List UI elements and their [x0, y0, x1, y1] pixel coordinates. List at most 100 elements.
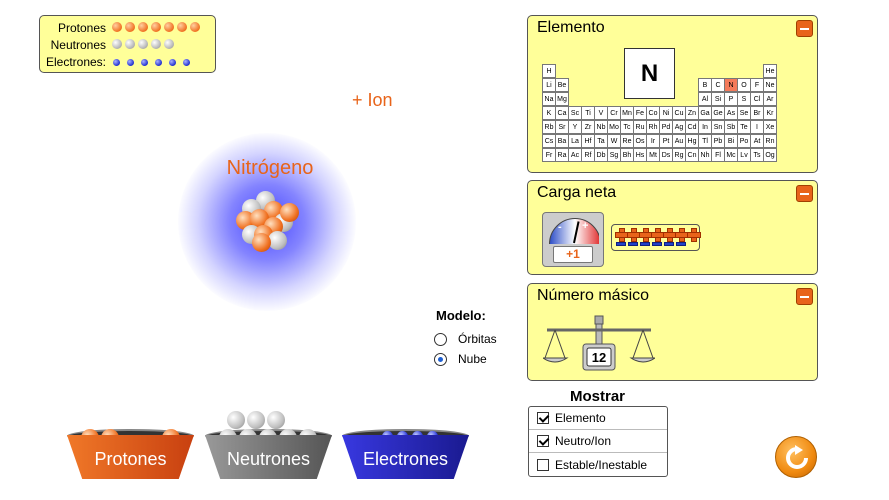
proton-ball[interactable]	[252, 233, 271, 252]
neutron-ball[interactable]	[227, 411, 245, 429]
element-cell-cu: Cu	[672, 106, 686, 120]
protons-bucket[interactable]: Protones	[67, 427, 194, 479]
proton-dot	[164, 21, 174, 32]
model-selector: Modelo: Órbitas Nube	[434, 308, 497, 369]
periodic-gap	[646, 78, 660, 92]
proton-dot	[112, 21, 122, 32]
show-stable-checkbox[interactable]	[537, 458, 549, 471]
element-cell-mg: Mg	[555, 92, 569, 106]
element-cell-cn: Cn	[685, 148, 699, 162]
radio-orbits[interactable]	[434, 332, 447, 346]
protons-count-row: Protones	[44, 19, 211, 36]
periodic-gap	[659, 92, 673, 106]
neutron-dot	[138, 38, 148, 49]
nucleus[interactable]	[234, 191, 300, 253]
model-option-cloud[interactable]: Nube	[434, 349, 497, 369]
electron-dot	[113, 58, 120, 66]
proton-ball[interactable]	[280, 203, 299, 222]
show-neutral-ion-option[interactable]: Neutro/Ion	[529, 430, 667, 453]
model-option-orbits[interactable]: Órbitas	[434, 329, 497, 349]
element-cell-fr: Fr	[542, 148, 556, 162]
neutron-ball[interactable]	[267, 411, 285, 429]
element-cell-sb: Sb	[724, 120, 738, 134]
protons-dots	[112, 19, 203, 37]
element-cell-co: Co	[646, 106, 660, 120]
periodic-gap	[672, 92, 686, 106]
proton-dot	[125, 21, 135, 32]
periodic-gap	[581, 78, 595, 92]
element-cell-ac: Ac	[568, 148, 582, 162]
show-element-option[interactable]: Elemento	[529, 407, 667, 430]
element-cell-os: Os	[633, 134, 647, 148]
element-cell-as: As	[724, 106, 738, 120]
show-neutral-ion-checkbox[interactable]	[537, 435, 549, 447]
neutrons-bucket-label: Neutrones	[226, 449, 311, 469]
positive-charge-icon	[639, 228, 653, 242]
reset-button[interactable]	[775, 436, 817, 478]
element-cell-fl: Fl	[711, 148, 725, 162]
element-panel-title: Elemento	[537, 19, 605, 36]
element-cell-y: Y	[568, 120, 582, 134]
collapse-charge-button[interactable]	[796, 185, 813, 202]
element-cell-zr: Zr	[581, 120, 595, 134]
element-cell-pd: Pd	[659, 120, 673, 134]
element-cell-li: Li	[542, 78, 556, 92]
proton-dot	[190, 21, 200, 32]
charge-meter: - + +1	[542, 212, 604, 267]
proton-dot	[138, 21, 148, 32]
element-cell-cs: Cs	[542, 134, 556, 148]
element-cell-ts: Ts	[750, 148, 764, 162]
element-cell-db: Db	[594, 148, 608, 162]
mass-number-panel-title: Número másico	[537, 287, 650, 304]
element-cell-xe: Xe	[763, 120, 777, 134]
periodic-gap	[659, 78, 673, 92]
show-stable-option[interactable]: Estable/Inestable	[529, 453, 667, 476]
electrons-bucket-label: Electrones	[362, 449, 449, 469]
net-charge-panel: Carga neta - + +1	[527, 180, 818, 275]
show-title: Mostrar	[569, 388, 625, 405]
meter-minus-sign: -	[558, 221, 562, 233]
element-cell-tl: Tl	[698, 134, 712, 148]
electrons-bucket[interactable]: Electrones	[342, 427, 469, 479]
element-cell-nh: Nh	[698, 148, 712, 162]
element-cell-at: At	[750, 134, 764, 148]
periodic-gap	[620, 92, 634, 106]
neutron-dot	[125, 38, 135, 49]
radio-cloud[interactable]	[434, 352, 447, 366]
periodic-gap	[607, 64, 621, 78]
collapse-mass-button[interactable]	[796, 288, 813, 305]
negative-charge-icon	[652, 242, 662, 246]
element-name: Nitrógeno	[226, 157, 314, 179]
negative-charges	[616, 242, 688, 246]
neutrons-bucket[interactable]: Neutrones	[205, 411, 332, 479]
element-cell-ga: Ga	[698, 106, 712, 120]
show-element-checkbox[interactable]	[537, 412, 549, 424]
element-cell-la: La	[568, 134, 582, 148]
element-cell-nb: Nb	[594, 120, 608, 134]
element-cell-mo: Mo	[607, 120, 621, 134]
element-cell-ba: Ba	[555, 134, 569, 148]
element-cell-ra: Ra	[555, 148, 569, 162]
element-cell-bh: Bh	[620, 148, 634, 162]
neutron-ball[interactable]	[268, 231, 287, 250]
element-cell-na: Na	[542, 92, 556, 106]
electrons-dots	[112, 53, 196, 71]
neutron-ball[interactable]	[247, 411, 265, 429]
element-cell-sg: Sg	[607, 148, 621, 162]
element-cell-k: K	[542, 106, 556, 120]
particle-counter: Protones Neutrones Electrones:	[39, 15, 216, 73]
collapse-element-button[interactable]	[796, 20, 813, 37]
periodic-gap	[685, 92, 699, 106]
element-cell-al: Al	[698, 92, 712, 106]
periodic-gap	[568, 92, 582, 106]
model-option-orbits-label: Órbitas	[458, 332, 497, 346]
element-cell-ru: Ru	[633, 120, 647, 134]
show-options: Elemento Neutro/Ion Estable/Inestable	[528, 406, 668, 477]
positive-charge-icon	[663, 228, 677, 242]
element-cell-fe: Fe	[633, 106, 647, 120]
element-cell-w: W	[607, 134, 621, 148]
